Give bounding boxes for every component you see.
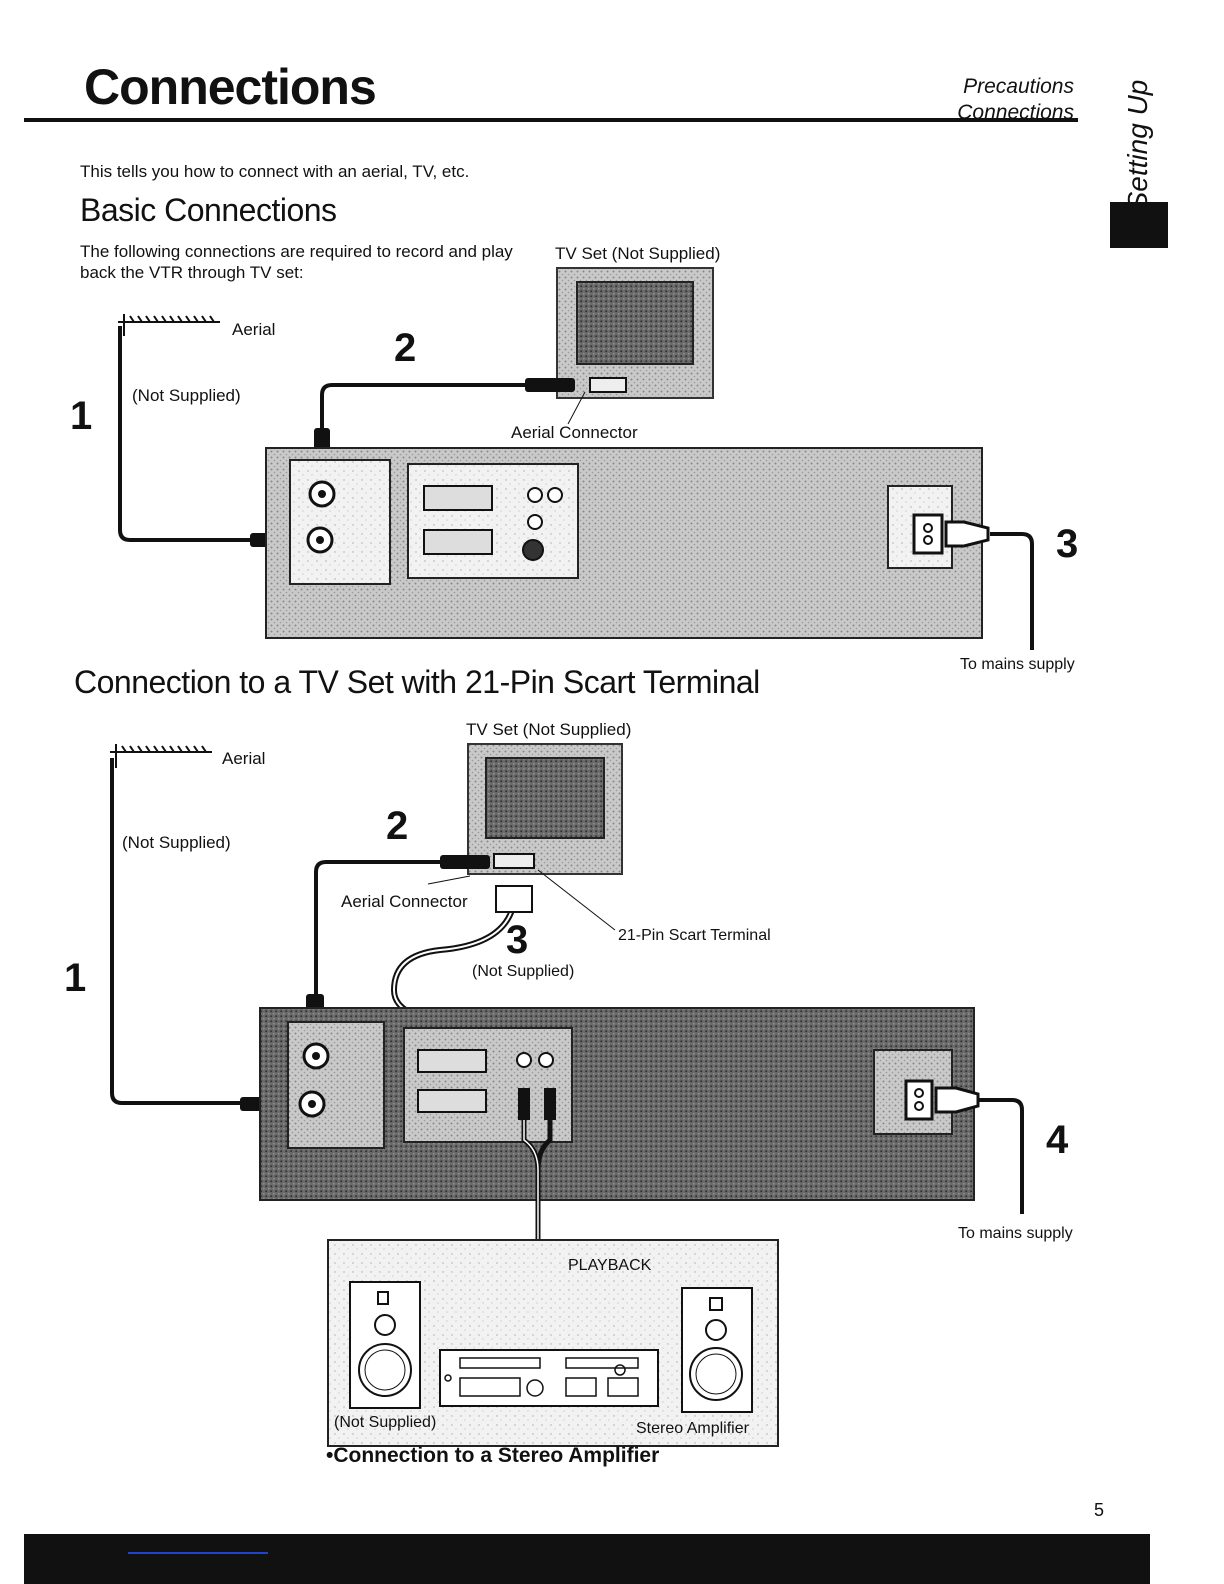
- amp-not-supplied-label: (Not Supplied): [334, 1414, 437, 1431]
- footer-bar: [24, 1534, 1150, 1584]
- scart-aerial-connector-label: Aerial Connector: [341, 892, 468, 911]
- stereo-amplifier-label: Stereo Amplifier: [636, 1420, 749, 1437]
- stereo-amplifier-illustration: [327, 1239, 779, 1447]
- amplifier-caption: •Connection to a Stereo Amplifier: [326, 1444, 660, 1467]
- basic-tv-label: TV Set (Not Supplied): [555, 244, 721, 263]
- basic-aerial-label: Aerial: [232, 320, 276, 339]
- page-title: Connections: [84, 59, 377, 115]
- scart-tv-label: TV Set (Not Supplied): [466, 720, 632, 739]
- basic-heading: Basic Connections: [80, 192, 337, 228]
- scart-mains-label: To mains supply: [958, 1225, 1073, 1242]
- aerial-icon-2: [110, 744, 212, 768]
- basic-step-3: 3: [1056, 522, 1079, 566]
- header-rule: [24, 118, 1078, 122]
- vtr-rear-panel-1: [265, 447, 983, 639]
- basic-not-supplied-label: (Not Supplied): [132, 386, 241, 405]
- vtr-rear-panel-2: [259, 1007, 975, 1201]
- scart-step-1: 1: [64, 956, 87, 1000]
- nav-connections[interactable]: Connections: [957, 101, 1074, 124]
- intro-text: This tells you how to connect with an ae…: [80, 162, 470, 181]
- basic-mains-label: To mains supply: [960, 656, 1075, 673]
- tv-set-icon: [556, 267, 714, 399]
- basic-aerial-connector-label: Aerial Connector: [511, 423, 638, 442]
- scart-terminal-label: 21-Pin Scart Terminal: [618, 927, 771, 944]
- section-tab-marker: [1110, 202, 1168, 248]
- scart-heading: Connection to a TV Set with 21-Pin Scart…: [74, 664, 760, 700]
- scart-aerial-label: Aerial: [222, 749, 266, 768]
- scart-step-3: 3: [506, 918, 529, 962]
- basic-description-line1: The following connections are required t…: [80, 242, 513, 261]
- page-number: 5: [1094, 1500, 1105, 1520]
- tv-set-icon-2: [467, 743, 623, 875]
- footer-link-mark[interactable]: [128, 1552, 268, 1554]
- basic-step-1: 1: [70, 394, 93, 438]
- scart-step-2: 2: [386, 804, 409, 848]
- aerial-icon: [118, 314, 220, 336]
- nav-precautions[interactable]: Precautions: [963, 75, 1074, 98]
- playback-label: PLAYBACK: [568, 1257, 652, 1274]
- basic-description-line2: back the VTR through TV set:: [80, 263, 304, 282]
- scart-cable-not-supplied-label: (Not Supplied): [472, 963, 575, 980]
- basic-step-2: 2: [394, 326, 417, 370]
- scart-not-supplied-label: (Not Supplied): [122, 833, 231, 852]
- scart-step-4: 4: [1046, 1118, 1069, 1162]
